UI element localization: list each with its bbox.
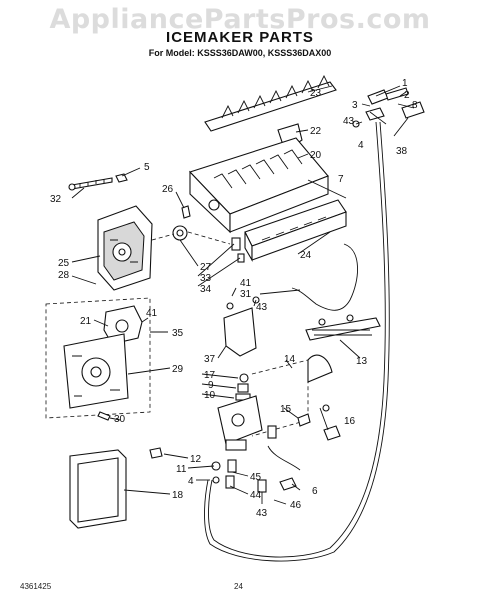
callout-5: 5 (144, 162, 150, 173)
callout-2: 2 (404, 90, 410, 101)
callout-25: 25 (58, 258, 70, 269)
callout-27: 27 (200, 262, 212, 273)
callout-15: 15 (280, 404, 292, 415)
callout-10: 10 (204, 390, 216, 401)
callout-46: 46 (290, 500, 302, 511)
part-21-motor (103, 305, 143, 345)
callout-4b: 4 (188, 476, 194, 487)
part-18-box (69, 449, 127, 529)
part-15-16-hardware (267, 404, 341, 441)
callout-41b: 41 (146, 308, 158, 319)
callout-34: 34 (200, 284, 212, 295)
part-37-bracket (223, 296, 260, 357)
doc-number: 4361425 (20, 582, 52, 591)
part-31-bail-arm (291, 243, 358, 311)
page-number: 24 (234, 582, 243, 591)
watermark: AppliancePartsPros.com (49, 4, 431, 35)
callout-35: 35 (172, 328, 184, 339)
module-group-box (45, 297, 151, 419)
callout-44: 44 (250, 490, 262, 501)
callout-3: 3 (352, 100, 358, 111)
part-13-heater (305, 314, 381, 341)
callout-37: 37 (204, 354, 216, 365)
callout-11: 11 (176, 464, 187, 475)
part-20-ice-mold (188, 137, 329, 234)
callout-13: 13 (356, 356, 368, 367)
leader-lines (71, 85, 415, 505)
part-23-rake-bar (204, 74, 337, 132)
part-25-control-housing (97, 205, 153, 291)
part-7-water-tube (208, 121, 386, 558)
callout-1: 1 (402, 78, 408, 89)
callout-41a: 41 (240, 278, 252, 289)
callout-21: 21 (80, 316, 92, 327)
callout-labels: 1 2 3 43 8 23 22 4 38 20 5 7 26 32 24 25… (50, 78, 418, 519)
callout-45: 45 (250, 472, 262, 483)
callout-7: 7 (338, 174, 344, 185)
callout-29: 29 (172, 364, 184, 375)
part-24-shield (244, 199, 347, 263)
part-water-valve (217, 395, 263, 451)
callout-43a: 43 (343, 116, 355, 127)
callout-18: 18 (172, 490, 184, 501)
callout-9: 9 (208, 380, 214, 391)
callout-14: 14 (284, 354, 296, 365)
callout-22: 22 (310, 126, 322, 137)
part-26-screw (181, 205, 191, 219)
callout-17: 17 (204, 370, 216, 381)
callout-43b: 43 (256, 302, 268, 313)
part-29-control-board (63, 333, 129, 409)
part-27-34-fasteners (151, 225, 245, 263)
callout-43c: 43 (256, 508, 268, 519)
part-30-screw (97, 411, 111, 421)
callout-4a: 4 (358, 140, 364, 151)
callout-32: 32 (50, 194, 62, 205)
part-14-panel (251, 354, 333, 437)
callout-8: 8 (412, 100, 418, 111)
callout-31: 31 (240, 289, 252, 300)
part-17-10-valve-parts (235, 373, 251, 401)
callout-38: 38 (396, 146, 408, 157)
callout-12: 12 (190, 454, 202, 465)
part-5-clip (115, 173, 128, 183)
callout-24: 24 (300, 250, 312, 261)
part-6-tube (267, 445, 301, 471)
callout-23: 23 (310, 88, 322, 99)
part-32-harness (68, 177, 113, 191)
callout-33: 33 (200, 273, 212, 284)
callout-28: 28 (58, 270, 70, 281)
part-6-connector (279, 477, 297, 491)
model-subtitle: For Model: KSSS36DAW00, KSSS36DAX00 (148, 48, 332, 58)
callout-20: 20 (310, 150, 322, 161)
callout-6: 6 (312, 486, 318, 497)
callout-16: 16 (344, 416, 356, 427)
callout-26: 26 (162, 184, 174, 195)
callout-30: 30 (114, 414, 126, 425)
diagram-title: ICEMAKER PARTS (166, 29, 314, 46)
